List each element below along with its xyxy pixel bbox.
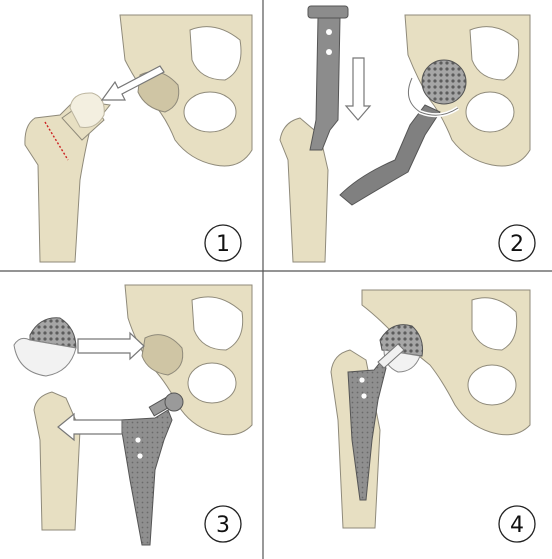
- stem-neck-implanted: [377, 343, 405, 369]
- reamer-head: [421, 59, 467, 105]
- iliac-opening: [469, 26, 520, 81]
- step-number: 2: [510, 232, 524, 257]
- femoral-head-removed: [69, 92, 105, 128]
- step-number-badge: 1: [204, 224, 242, 262]
- broach-handle-top: [307, 5, 349, 19]
- step-number-badge: 3: [204, 505, 242, 543]
- femoral-head-implant: [164, 392, 184, 412]
- obturator-foramen: [187, 362, 237, 404]
- stem-hole: [137, 453, 143, 459]
- cut-line: [44, 121, 69, 161]
- femoral-stem: [119, 409, 173, 546]
- acetabular-cup-implanted: [379, 324, 423, 357]
- acetabular-cup: [29, 317, 77, 349]
- step-number-badge: 2: [498, 224, 536, 262]
- obturator-foramen: [465, 91, 515, 133]
- arrow-icon: [77, 331, 145, 361]
- panel-3: 3: [13, 284, 253, 546]
- iliac-opening: [191, 296, 244, 351]
- step-number: 1: [216, 232, 230, 257]
- stem-hole: [359, 377, 365, 383]
- polyethylene-liner: [13, 337, 77, 377]
- panel-4: 4: [330, 289, 536, 543]
- step-number: 4: [510, 513, 524, 538]
- reamer-shaft: [339, 104, 441, 206]
- panel-2: 2: [279, 5, 536, 263]
- broach-instrument: [309, 17, 341, 151]
- obturator-foramen: [183, 91, 237, 133]
- rotation-arrow-icon: [407, 77, 459, 116]
- femur-bone: [33, 391, 81, 531]
- broach-hole: [326, 49, 332, 55]
- arrow-icon: [100, 65, 165, 101]
- stem-hole: [135, 437, 141, 443]
- iliac-opening: [471, 297, 518, 351]
- iliac-opening: [189, 26, 242, 81]
- acetabulum: [141, 334, 184, 376]
- arrow-icon: [344, 57, 372, 121]
- stem-hole: [361, 393, 367, 399]
- panel-1: 1: [24, 14, 253, 263]
- obturator-foramen: [467, 364, 517, 406]
- arrow-icon: [57, 412, 123, 442]
- step-number-badge: 4: [498, 505, 536, 543]
- femoral-stem-implanted: [347, 359, 387, 501]
- broach-hole: [326, 29, 332, 35]
- step-number: 3: [216, 513, 230, 538]
